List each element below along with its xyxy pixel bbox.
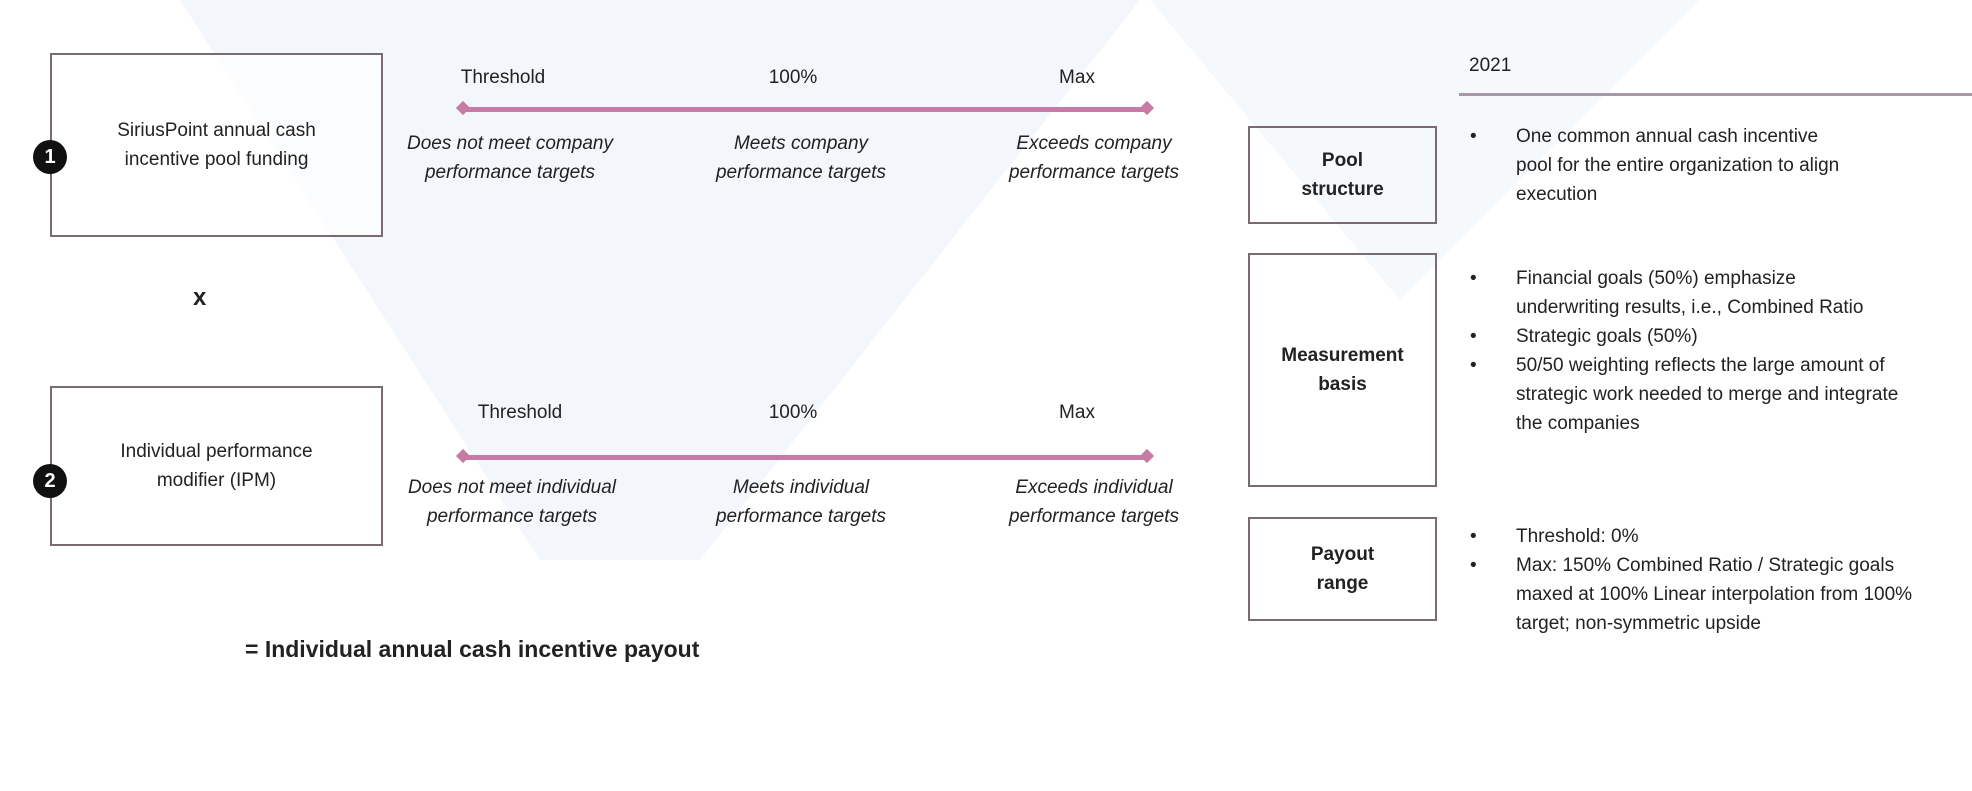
- scale-label-max: Max: [1059, 402, 1095, 423]
- bullet-item: 50/50 weighting reflects the large amoun…: [1462, 351, 1902, 438]
- scale-desc-target: Meets individual performance targets: [715, 477, 887, 527]
- scale-desc-max: Exceeds company performance targets: [1008, 133, 1180, 183]
- payout-range-bullets: Threshold: 0% Max: 150% Combined Ratio /…: [1462, 522, 1932, 638]
- scale-label-target: 100%: [768, 67, 818, 88]
- measurement-basis-bullets: Financial goals (50%) emphasize underwri…: [1462, 264, 1902, 438]
- pool-structure-bullets: One common annual cash incentive pool fo…: [1462, 122, 1842, 209]
- scale-label-max: Max: [1059, 67, 1095, 88]
- row-label-payout-range: Payout range: [1248, 517, 1437, 621]
- multiply-operator: x: [193, 284, 207, 311]
- bullet-item: Financial goals (50%) emphasize underwri…: [1462, 264, 1902, 322]
- double-arrow-icon: [462, 107, 1148, 112]
- row-label-measurement-basis: Measurement basis: [1248, 253, 1437, 487]
- bullet-item: Strategic goals (50%): [1462, 322, 1902, 351]
- row-label-pool-structure: Pool structure: [1248, 126, 1437, 224]
- scale-desc-target: Meets company performance targets: [715, 133, 887, 183]
- scale-desc-threshold: Does not meet individual performance tar…: [407, 477, 617, 527]
- bullet-item: Max: 150% Combined Ratio / Strategic goa…: [1462, 551, 1932, 638]
- bullet-item: One common annual cash incentive pool fo…: [1462, 122, 1842, 209]
- year-header: 2021: [1469, 55, 1512, 76]
- scale-label-target: 100%: [768, 402, 818, 423]
- payout-formula-result: = Individual annual cash incentive payou…: [245, 636, 700, 662]
- scale-label-threshold: Threshold: [477, 402, 563, 423]
- scale-label-threshold: Threshold: [460, 67, 546, 88]
- ipm-box: Individual performance modifier (IPM): [50, 386, 383, 546]
- step-number-badge: 1: [33, 140, 67, 174]
- pool-funding-box: SiriusPoint annual cash incentive pool f…: [50, 53, 383, 237]
- ipm-title: Individual performance modifier (IPM): [120, 441, 313, 491]
- double-arrow-icon: [462, 455, 1148, 460]
- step-number-badge: 2: [33, 464, 67, 498]
- scale-desc-max: Exceeds individual performance targets: [1008, 477, 1180, 527]
- bullet-item: Threshold: 0%: [1462, 522, 1932, 551]
- scale-desc-threshold: Does not meet company performance target…: [407, 133, 613, 183]
- header-rule: [1459, 93, 1972, 96]
- pool-funding-title: SiriusPoint annual cash incentive pool f…: [117, 120, 316, 170]
